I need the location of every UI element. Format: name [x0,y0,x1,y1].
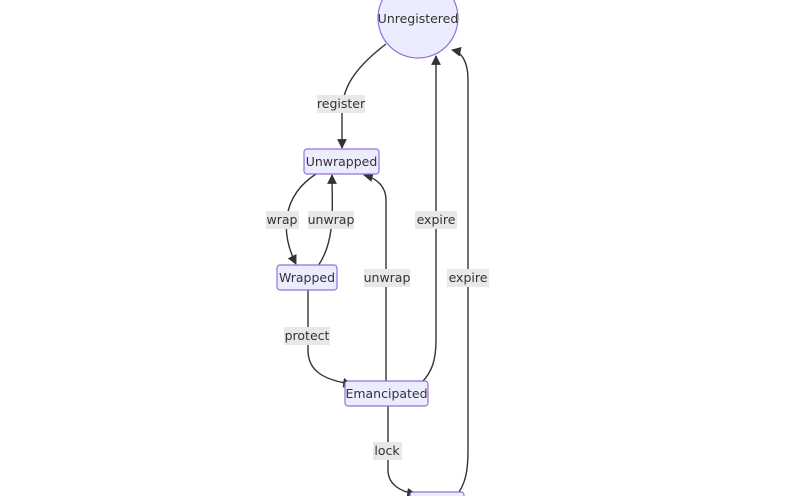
edge-label-protect: protect [284,327,330,345]
svg-text:expire: expire [449,270,488,285]
svg-text:expire: expire [417,212,456,227]
node-locked-partial [409,491,465,496]
edge-label-unwrap-from-wrapped: unwrap [308,211,355,229]
svg-text:register: register [317,96,366,111]
node-emancipated: Emancipated [344,380,429,407]
svg-text:unwrap: unwrap [364,270,411,285]
edge-label-unwrap-from-emancipated: unwrap [364,269,411,287]
edge-label-expire-locked: expire [447,269,489,287]
svg-text:Unregistered: Unregistered [378,11,459,26]
node-unregistered: Unregistered [377,0,459,59]
svg-text:protect: protect [285,328,330,343]
edge-expire-locked [451,46,469,496]
svg-text:lock: lock [374,443,400,458]
svg-text:Wrapped: Wrapped [279,270,335,285]
svg-text:unwrap: unwrap [308,212,355,227]
node-unwrapped: Unwrapped [303,148,380,175]
edge-protect [307,290,353,388]
svg-text:Unwrapped: Unwrapped [306,154,378,169]
edge-label-expire-emancipated: expire [415,211,457,229]
node-wrapped: Wrapped [276,264,338,291]
edge-expire-emancipated [421,55,441,383]
edge-unwrap-from-emancipated [363,172,387,382]
svg-text:wrap: wrap [267,212,298,227]
edge-label-wrap: wrap [266,211,299,229]
edge-label-register: register [317,95,366,113]
edge-label-lock: lock [373,442,402,460]
svg-text:Emancipated: Emancipated [345,386,427,401]
